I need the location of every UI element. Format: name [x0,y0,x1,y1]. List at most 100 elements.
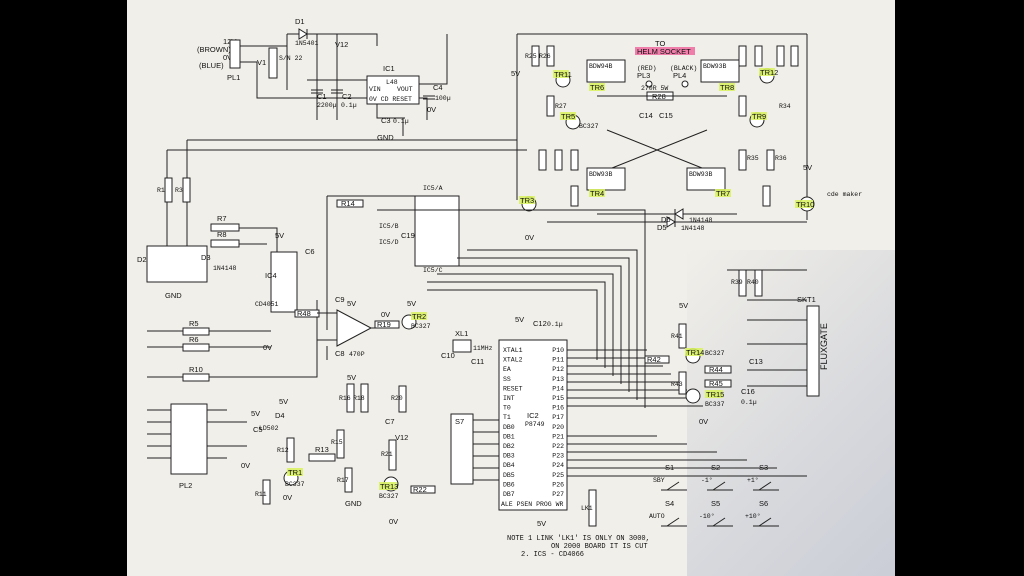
d2-label: D2 [137,255,147,264]
c3-label: C3 [381,116,391,125]
pl2-connector [170,403,208,475]
ic2-left-pin-labels: XTAL1XTAL2EASSRESETINTT0T1DB0DB1DB2DB3DB… [503,347,523,498]
mid-5v: 5V [347,373,356,382]
tr14-label: TR14 [686,348,704,357]
c1-label: C1 [317,92,327,101]
xl1-value: 11MHz [473,345,493,352]
switch-s1[interactable]: S1 SBY [653,463,687,491]
blue-label: (BLUE) [199,61,224,70]
switch-s2[interactable]: S2 -1° [701,463,733,491]
svg-text:S3: S3 [759,463,768,472]
lighting-shadow [687,250,895,576]
c5-0v: 0V [241,461,250,470]
ic2-right-pin-p10: P10 [552,347,564,354]
power-supply-section: (BROWN) (BLUE) 12V 0V PL1 D1 1N5401 V1 S… [197,17,451,142]
tr12-label: TR12 [760,68,778,77]
ic5-switches [414,195,460,267]
ic2-right-pin-p26: P26 [552,481,564,488]
left-bus-wires [166,139,527,250]
d4-5v: 5V [279,397,288,406]
r-label-r26: R25 [525,53,537,60]
brown-label: (BROWN) [197,45,231,54]
d6-label: D6 [661,215,671,224]
switch-s3[interactable]: S3 +1° [747,463,779,491]
c15-label: C15 [659,111,673,120]
schematic-sheet: (BROWN) (BLUE) 12V 0V PL1 D1 1N5401 V1 S… [127,0,895,576]
svg-text:-1°: -1° [701,476,713,484]
s7-switch[interactable] [450,413,474,485]
ic2-left-pin-ea: EA [503,366,511,373]
ic2-left-pin-db2: DB2 [503,443,515,450]
lk1-label: LK1 [581,505,593,512]
svg-text:+1°: +1° [747,476,759,484]
helm-socket-label: HELM SOCKET [637,47,691,56]
r18-label: R18 [353,395,365,402]
ic5c-label: IC5/C [423,267,443,274]
ic4-mux [270,251,298,313]
v1-label: V1 [257,58,266,67]
ic1-vout: VOUT [397,86,413,93]
input-gnd: GND [165,291,182,300]
switch-s6[interactable]: S6 +10° [745,499,779,527]
ic2-left-pin-t1: T1 [503,414,511,421]
svg-text:-10°: -10° [699,512,715,520]
r43-label: R42 [647,355,661,364]
ic2-left-pin-db1: DB1 [503,433,515,440]
control-switches: S1 SBY S2 -1° S3 +1° S4 AUTO S5 -10° S6 … [649,463,779,527]
note-line-3: 2. ICS - CD4066 [521,551,585,559]
tr13-label: TR13 [380,482,398,491]
r45-label: R44 [709,365,723,374]
ic2-chip [498,339,568,511]
c10-label: C10 [441,351,455,360]
ic2-bottom-5v: 5V [537,519,546,528]
ic2-right-pin-labels: P10P11P12P13P14P15P16P17P20P21P22P23P24P… [552,347,564,498]
r6-label: R6 [189,335,199,344]
ic2-left-pin-xtal2: XTAL2 [503,357,523,364]
pl1-connector [229,39,241,69]
ic2-left-pin-db6: DB6 [503,481,515,488]
c1-value: 2200µ [317,102,337,109]
opamp-triangle [336,309,373,347]
r41-label: R40 [747,279,759,286]
tr10-5v: 5V [803,163,812,172]
ic2-right-pin-p14: P14 [552,385,564,392]
tr6-bdw94b [586,59,626,83]
fluxgate-5v: 5V [679,301,688,310]
ic1-label: IC1 [383,64,395,73]
c8-label: C8 [335,349,345,358]
switch-s4[interactable]: S4 AUTO [649,499,687,527]
c6-label: C6 [305,247,315,256]
ic2-left-pin-ss: SS [503,376,511,383]
ic1-part: L48 [386,79,398,86]
ic2-left-pin-db3: DB3 [503,453,515,460]
ic2-left-pin-t0: T0 [503,405,511,412]
tr7-part: BDW93B [689,171,713,178]
d5-label: D5 [657,223,667,232]
switch-s5[interactable]: S5 -10° [699,499,733,527]
schematic-drawing: (BROWN) (BLUE) 12V 0V PL1 D1 1N5401 V1 S… [137,17,862,528]
ic2-section: IC2 P8749 XTAL1XTAL2EASSRESETINTT0T1DB0D… [377,209,807,528]
pl1-label: PL1 [227,73,240,82]
tr7-label: TR7 [716,189,730,198]
ic2-right-pin-p12: P12 [552,366,564,373]
c14-label: C14 [639,111,653,120]
v1-varistor [268,47,278,79]
pl3-label: PL3 [637,71,650,80]
svg-text:S2: S2 [711,463,720,472]
d3-part: 1N4148 [213,265,237,272]
tr4-label: TR4 [590,189,604,198]
c11-label: C11 [471,357,484,366]
r3-label: R3 [175,187,183,194]
tr10-label: TR10 [796,200,814,209]
xl1-label: XL1 [455,329,468,338]
ic2-right-pin-p16: P16 [552,405,564,412]
r40-label: R39 [731,279,743,286]
tr15-part: BC337 [705,401,725,408]
tr1-part: BC337 [285,481,305,488]
r-label-r36: R35 [747,155,759,162]
ic2-left-pin-xtal1: XTAL1 [503,347,523,354]
amplifier-section: R14 R48 C9 5V C8 470P R19 0V TR2 BC327 5… [294,185,499,526]
ic2-right-pin-p11: P11 [552,357,564,364]
tr3-0v: 0V [525,233,534,242]
r12-label: R12 [277,447,289,454]
